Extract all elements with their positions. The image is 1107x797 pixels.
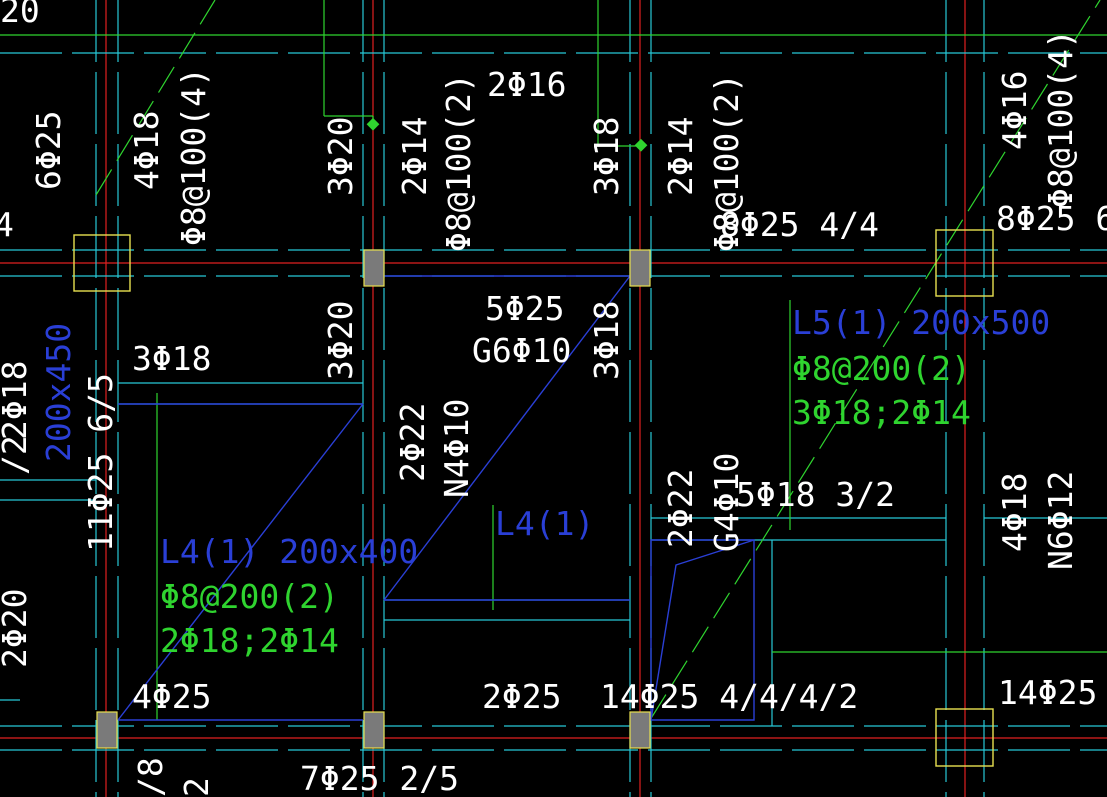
label-3o18-top: 3Φ18: [587, 117, 626, 196]
beam-l4a-name: L4(1) 200x400: [160, 532, 418, 571]
label-4o16: 4Φ16: [995, 71, 1034, 150]
beam-l5-bars: 3Φ18;2Φ14: [792, 393, 971, 432]
label-2o22-a: 2Φ22: [393, 403, 432, 482]
label-n4o10: N4Φ10: [437, 399, 476, 498]
label-g4o10: G4Φ10: [707, 453, 746, 552]
column-large-2[interactable]: [935, 229, 994, 297]
label-8o25-6: 8Φ25 6: [996, 199, 1107, 238]
label-2o18-left: 2Φ18: [0, 361, 34, 440]
beam-l4a-bars: 2Φ18;2Φ14: [160, 621, 339, 660]
columns[interactable]: [73, 229, 994, 767]
beam-l4b-name: L4(1): [495, 504, 594, 543]
label-o8-100-4-r: Φ8@100(4): [1041, 29, 1080, 208]
column-large-3[interactable]: [935, 708, 994, 767]
grip-point-1[interactable]: [366, 117, 380, 131]
label-2-bottom: 2: [177, 777, 216, 797]
column-small-1[interactable]: [363, 249, 385, 287]
label-14o25-long: 14Φ25 4/4/4/2: [600, 677, 858, 716]
label-3o20-mid: 3Φ20: [321, 301, 360, 380]
label-o8-100-2-b: Φ8@100(2): [707, 73, 746, 252]
label-2o22-b: 2Φ22: [661, 469, 700, 548]
beam-l5-stirrup: Φ8@200(2): [792, 349, 971, 388]
label-5o25: 5Φ25: [485, 289, 564, 328]
label-2-left: /2: [0, 435, 34, 475]
label-top-left: 20: [0, 0, 40, 30]
column-large-1[interactable]: [73, 234, 131, 292]
label-3o18-mid: 3Φ18: [587, 301, 626, 380]
label-o8-100-4: Φ8@100(4): [174, 67, 213, 246]
label-o8-100-2-a: Φ8@100(2): [439, 73, 478, 252]
label-14o25-r: 14Φ25: [998, 673, 1097, 712]
label-g6o10: G6Φ10: [472, 331, 571, 370]
label-4o25: 4Φ25: [132, 677, 211, 716]
label-8-bottom: /8: [131, 757, 170, 797]
label-7o25: 7Φ25 2/5: [300, 759, 459, 797]
beam-labels: 200x450 L5(1) 200x500 Φ8@200(2) 3Φ18;2Φ1…: [39, 303, 1050, 660]
label-2o25: 2Φ25: [482, 677, 561, 716]
column-small-5[interactable]: [629, 711, 651, 749]
label-2o20-left: 2Φ20: [0, 589, 34, 668]
label-2o14-a: 2Φ14: [395, 117, 434, 196]
label-2o14-b: 2Φ14: [661, 117, 700, 196]
label-11o25: 11Φ25 6/5: [81, 373, 120, 552]
label-3o18-left: 3Φ18: [132, 339, 211, 378]
label-6o25: 6Φ25: [29, 111, 68, 190]
column-small-4[interactable]: [363, 711, 385, 749]
label-5o18: 5Φ18 3/2: [736, 475, 895, 514]
label-4o18-r: 4Φ18: [995, 473, 1034, 552]
column-small-2[interactable]: [629, 249, 651, 287]
beam-l4a-stirrup: Φ8@200(2): [160, 577, 339, 616]
label-200x450: 200x450: [39, 323, 78, 462]
column-small-3[interactable]: [96, 711, 118, 749]
label-n6o12: N6Φ12: [1041, 471, 1080, 570]
label-8o25-44: 8Φ25 4/4: [720, 205, 879, 244]
annotation-lines: [0, 0, 1107, 721]
beam-l5-name: L5(1) 200x500: [792, 303, 1050, 342]
opening-outlines: [117, 275, 755, 721]
label-edge-4: 4: [0, 205, 14, 244]
grip-point-2[interactable]: [634, 138, 648, 152]
label-3o20-top: 3Φ20: [321, 117, 360, 196]
label-4o18: 4Φ18: [127, 111, 166, 190]
label-2o16: 2Φ16: [487, 65, 566, 104]
